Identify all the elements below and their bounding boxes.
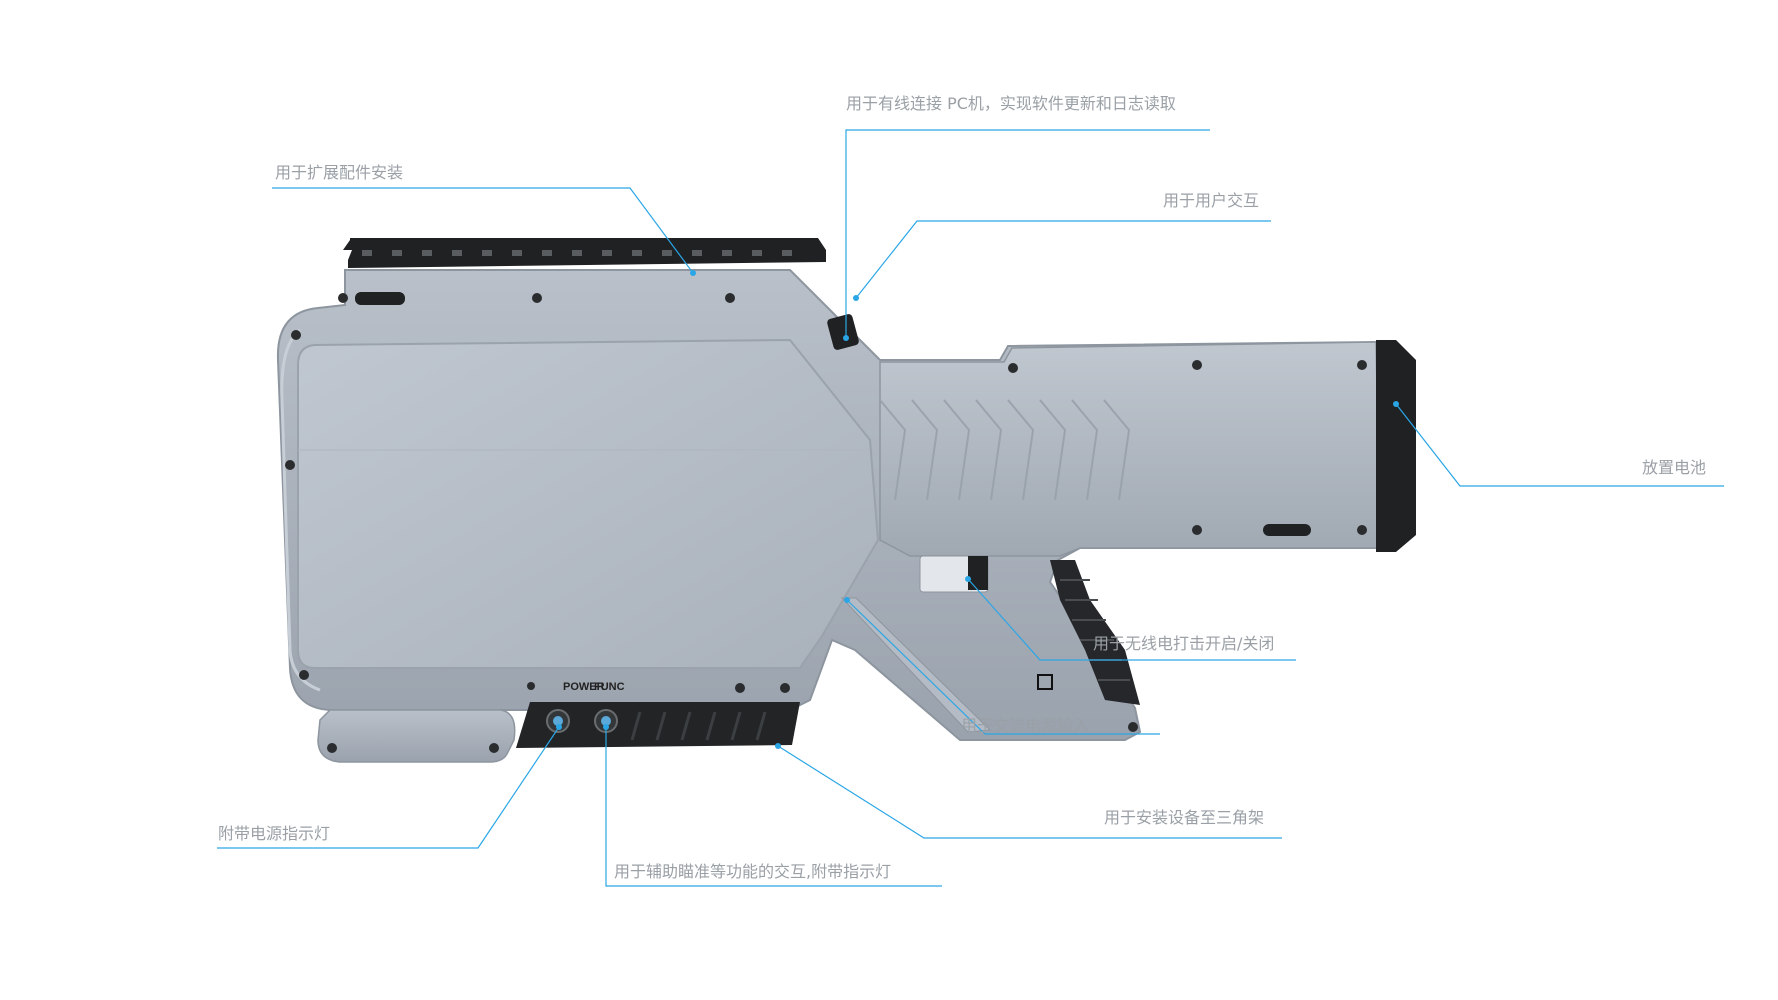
leader-dots — [556, 270, 1399, 749]
callout-pc-connection: 用于有线连接 PC机，实现软件更新和日志读取 — [846, 94, 1176, 113]
power-button[interactable] — [546, 709, 570, 733]
trigger[interactable] — [968, 556, 988, 590]
callout-accessory-mount: 用于扩展配件安装 — [275, 163, 404, 182]
usb-port[interactable] — [826, 313, 859, 351]
top-rail — [343, 238, 826, 268]
callout-power-indicator: 附带电源指示灯 — [218, 824, 331, 843]
screws — [285, 293, 1367, 753]
func-button-label: FUNC — [594, 681, 625, 693]
battery-door — [317, 709, 516, 763]
bottom-vent-panel — [516, 702, 800, 748]
callout-tripod-mount: 用于安装设备至三角架 — [1104, 808, 1265, 827]
stock — [879, 341, 1381, 557]
power-button-label: POWER — [563, 681, 605, 693]
callout-aim-assist: 用于辅助瞄准等功能的交互,附带指示灯 — [614, 862, 892, 881]
ac-port-marker — [1037, 674, 1053, 690]
leader-lines — [217, 129, 1724, 887]
callout-ac-power: 用于交流电源输入 — [961, 716, 1090, 735]
callout-battery: 放置电池 — [1642, 458, 1707, 477]
callout-wireless-strike: 用于无线电打击开启/关闭 — [1093, 634, 1275, 653]
callout-user-interaction: 用于用户交互 — [1163, 191, 1260, 210]
top-slot — [355, 292, 405, 305]
battery-cap — [1376, 340, 1416, 552]
